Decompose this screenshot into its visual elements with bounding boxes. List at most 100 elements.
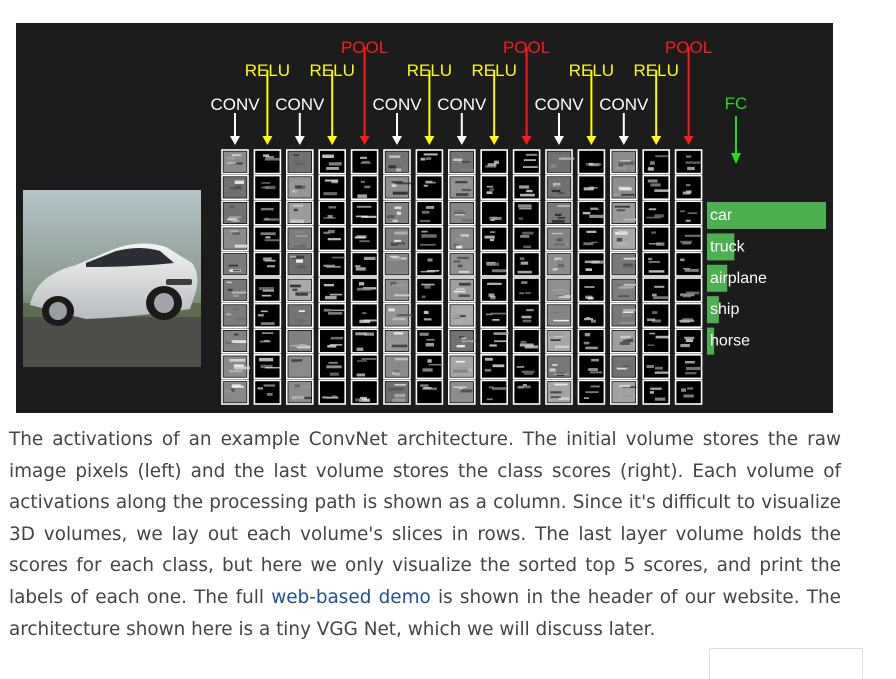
slice-texture — [686, 190, 692, 194]
slice-texture — [589, 214, 605, 218]
slice-texture — [396, 168, 402, 172]
slice-texture — [684, 268, 699, 272]
activation-slice — [318, 251, 347, 277]
slice-texture — [267, 265, 276, 268]
slice-texture — [456, 366, 471, 370]
slice-texture — [354, 265, 361, 268]
score-bar — [707, 327, 715, 355]
slice-texture — [231, 154, 242, 157]
slice-texture — [459, 282, 471, 286]
slice-texture — [520, 234, 530, 238]
slice-texture — [226, 281, 232, 284]
slice-texture — [322, 396, 339, 399]
slice-texture — [554, 345, 569, 349]
slice-texture — [428, 181, 436, 184]
activation-slice — [415, 277, 444, 303]
activation-slice — [415, 251, 444, 277]
activation-slice — [674, 379, 703, 405]
slice-texture — [588, 368, 598, 371]
activation-slice — [512, 302, 541, 329]
slice-texture — [525, 153, 538, 156]
slice-texture — [455, 288, 465, 290]
fc-layer-label: FC — [725, 94, 747, 164]
score-label: car — [710, 207, 733, 224]
layer-arrowhead-1 — [230, 136, 240, 145]
slice-texture — [364, 332, 374, 336]
slice-texture — [331, 395, 337, 398]
slice-texture — [522, 166, 538, 168]
slice-texture — [684, 361, 695, 364]
slice-texture — [550, 164, 557, 168]
slice-texture — [648, 270, 665, 273]
slice-texture — [588, 163, 600, 167]
slice-texture — [263, 218, 280, 221]
activation-slice — [253, 251, 282, 277]
slice-texture — [682, 318, 694, 321]
slice-texture — [396, 242, 406, 245]
slice-texture — [260, 322, 275, 325]
slice-texture — [392, 191, 408, 195]
slice-texture — [588, 162, 594, 165]
slice-texture — [526, 189, 533, 193]
slice-texture — [419, 332, 429, 336]
layer-arrowhead-11 — [554, 136, 564, 145]
slice-texture — [358, 398, 370, 402]
slice-texture — [486, 185, 494, 188]
slice-texture — [584, 332, 591, 337]
activation-slice — [480, 302, 509, 329]
slice-texture — [650, 387, 662, 390]
slice-texture — [486, 191, 493, 195]
activation-slice — [415, 302, 444, 329]
slice-texture — [521, 370, 535, 374]
slice-texture — [264, 239, 281, 242]
slice-texture — [455, 360, 465, 363]
activation-slice — [415, 226, 444, 252]
caption-text-before-link: The activations of an example ConvNet ar… — [9, 429, 841, 608]
slice-texture — [620, 335, 631, 339]
slice-texture — [298, 310, 305, 314]
slice-texture — [590, 207, 599, 210]
activation-slice — [480, 379, 509, 405]
slice-texture — [355, 332, 367, 336]
slice-texture — [453, 290, 466, 293]
slice-texture — [590, 319, 596, 323]
slice-fill — [288, 279, 312, 301]
slice-texture — [327, 312, 343, 315]
web-based-demo-link[interactable]: web-based demo — [271, 586, 431, 608]
slice-texture — [654, 285, 665, 288]
slice-texture — [519, 343, 534, 347]
slice-texture — [354, 236, 366, 239]
layer-labels: CONVRELUCONVRELUPOOLCONVRELUCONVRELUPOOL… — [210, 38, 712, 145]
slice-texture — [265, 236, 271, 239]
slice-texture — [648, 242, 661, 245]
layer-arrowhead-2 — [262, 136, 273, 145]
slice-texture — [327, 215, 333, 218]
slice-texture — [585, 316, 591, 319]
slice-texture — [490, 231, 496, 233]
slice-texture — [455, 238, 463, 241]
slice-texture — [229, 187, 242, 190]
activation-slice — [253, 302, 282, 329]
slice-texture — [360, 156, 367, 159]
layer-arrowhead-4 — [327, 136, 338, 145]
slice-texture — [421, 234, 437, 238]
activation-slice — [415, 149, 444, 175]
slice-texture — [230, 230, 239, 233]
slice-texture — [453, 369, 468, 373]
slice-texture — [615, 284, 623, 286]
slice-texture — [225, 389, 232, 393]
slice-texture — [523, 159, 537, 162]
slice-texture — [459, 336, 465, 338]
slice-texture — [389, 255, 398, 258]
slice-texture — [423, 318, 432, 321]
slice-texture — [327, 238, 341, 241]
slice-texture — [623, 283, 638, 286]
slice-texture — [388, 387, 405, 391]
slice-texture — [619, 384, 631, 388]
slice-texture — [489, 344, 497, 347]
slice-texture — [323, 264, 336, 268]
activation-slice — [512, 328, 541, 354]
slice-texture — [225, 313, 232, 316]
slice-texture — [296, 259, 303, 263]
activation-slice — [480, 226, 509, 252]
